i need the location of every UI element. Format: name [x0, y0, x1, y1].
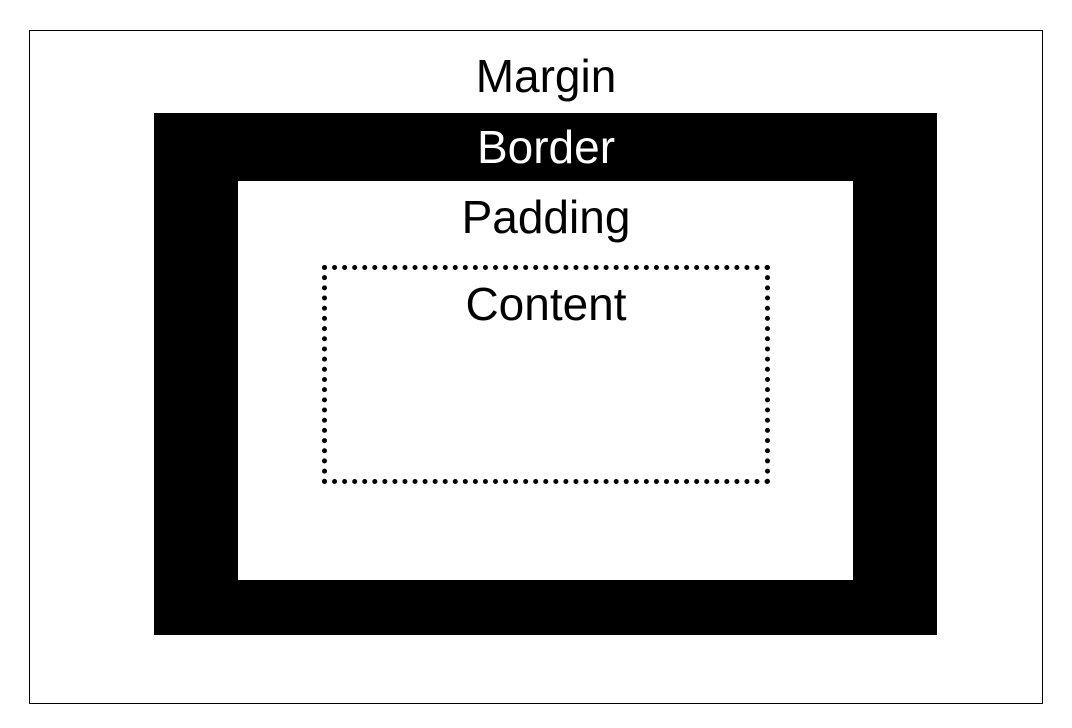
content-label: Content: [465, 278, 627, 330]
padding-label: Padding: [461, 191, 631, 243]
margin-label: Margin: [475, 50, 617, 102]
content-layer: [322, 265, 770, 484]
border-label: Border: [476, 121, 616, 173]
